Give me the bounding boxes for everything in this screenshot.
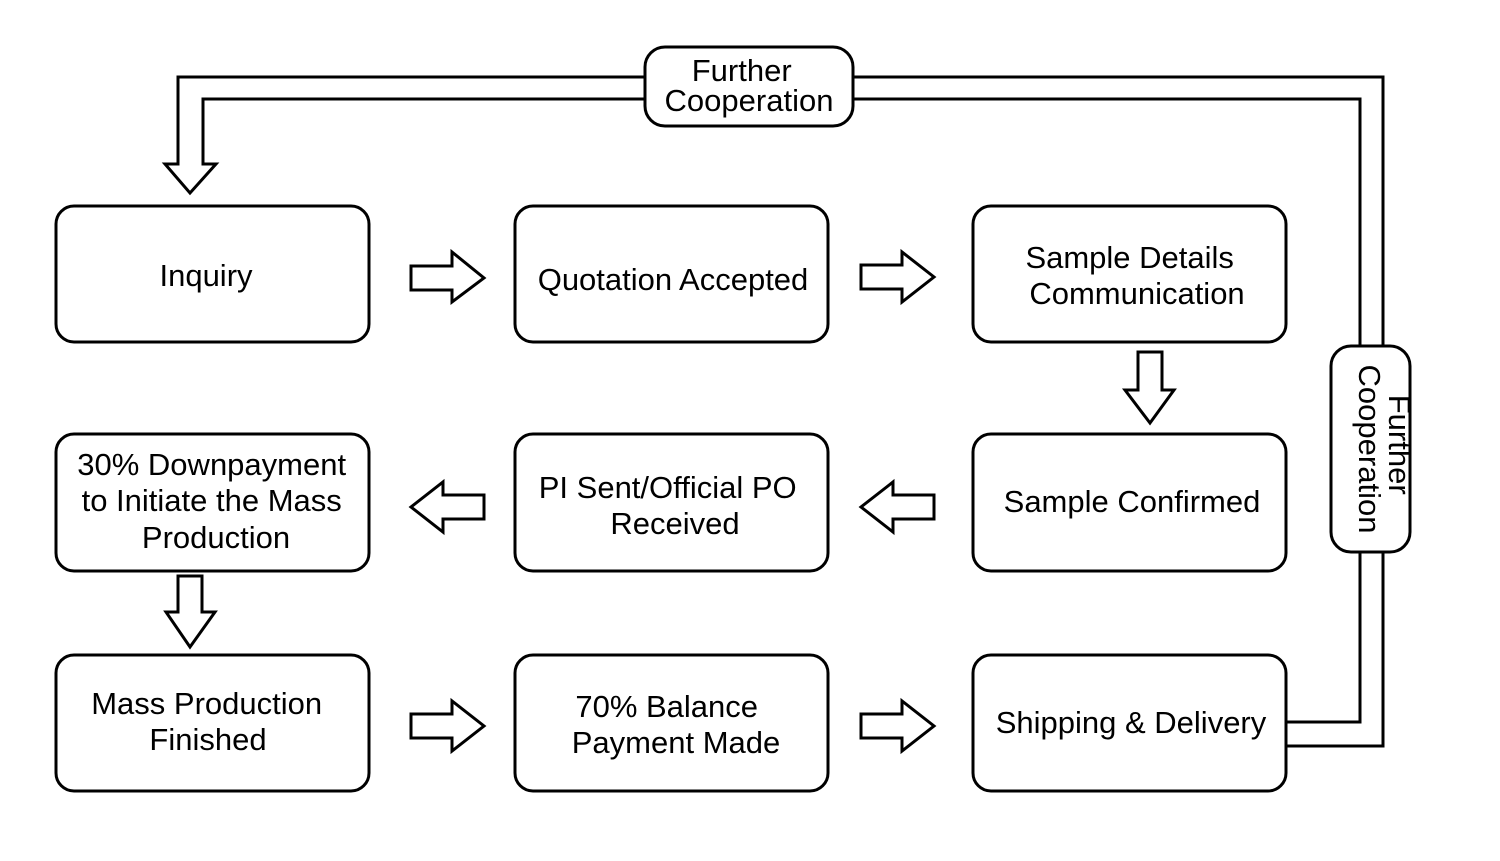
node-sample-details: Sample Details Communication (971, 204, 1288, 344)
arrow-right-quotation-to-sample-details (859, 248, 937, 306)
loop-connector-inner-line (201, 97, 1362, 724)
node-mass-production: Mass Production Finished (54, 653, 371, 793)
arrow-right-inquiry-to-quotation (409, 248, 487, 305)
node-sample-details-line-2: Communication (1029, 276, 1244, 311)
node-quotation-accepted-box (513, 204, 830, 344)
loop-arrowhead (161, 162, 220, 196)
node-balance-payment-text: 70% Balance Payment Made (572, 689, 781, 760)
node-mass-production-box (54, 653, 371, 793)
node-pi-sent-line-2: Received (610, 506, 739, 541)
arrow-right-mass-production-to-balance (409, 697, 487, 755)
loop-label-top-text: Further Cooperation (665, 53, 834, 118)
node-pi-sent-text: PI Sent/Official PO Received (539, 470, 806, 541)
loop-label-side: Further Cooperation (1329, 344, 1417, 554)
node-quotation-accepted: Quotation Accepted (513, 204, 830, 344)
loop-label-side-line-1: Further (1382, 395, 1417, 495)
node-inquiry-box (54, 204, 371, 344)
node-balance-payment-line-1: 70% Balance (575, 689, 758, 724)
node-downpayment: 30% Downpayment to Initiate the Mass Pro… (54, 432, 371, 573)
arrow-left-pi-sent-to-downpayment (408, 478, 486, 536)
node-shipping-box (971, 653, 1288, 793)
node-downpayment-text: 30% Downpayment to Initiate the Mass Pro… (77, 447, 354, 555)
loop-label-top-line-2: Cooperation (665, 83, 834, 118)
node-balance-payment: 70% Balance Payment Made (513, 653, 830, 793)
loop-connector-outer-line (176, 75, 1385, 748)
node-pi-sent-box (513, 432, 830, 573)
node-sample-confirmed-box (971, 432, 1288, 573)
node-sample-details-box (971, 204, 1288, 344)
node-balance-payment-box (513, 653, 830, 793)
node-quotation-accepted-text: Quotation Accepted (538, 262, 809, 297)
loop-label-top: Further Cooperation (643, 45, 855, 128)
node-inquiry: Inquiry (54, 204, 371, 344)
arrow-left-confirmed-to-pi-sent (858, 478, 936, 536)
loop-label-side-box (1329, 344, 1412, 554)
node-shipping-text: Shipping & Delivery (996, 705, 1267, 740)
node-downpayment-line-1: 30% Downpayment (77, 447, 346, 482)
arrow-right-balance-to-shipping (859, 697, 937, 755)
node-inquiry-line-1: Inquiry (159, 258, 253, 293)
arrow-down-downpayment-to-mass-production (163, 574, 218, 650)
node-quotation-accepted-line-1: Quotation Accepted (538, 262, 809, 297)
node-sample-confirmed-line-1: Sample Confirmed (1004, 484, 1261, 519)
node-sample-confirmed-text: Sample Confirmed (1004, 484, 1261, 519)
node-downpayment-box (54, 432, 371, 573)
loop-label-side-text: Further Cooperation (1352, 365, 1417, 534)
loop-label-top-line-1: Further (692, 53, 792, 88)
node-mass-production-text: Mass Production Finished (91, 686, 331, 757)
node-sample-confirmed: Sample Confirmed (971, 432, 1288, 573)
node-sample-details-text: Sample Details Communication (1025, 240, 1244, 311)
loop-label-top-box (643, 45, 855, 128)
node-shipping-line-1: Shipping & Delivery (996, 705, 1267, 740)
node-pi-sent: PI Sent/Official PO Received (513, 432, 830, 573)
node-pi-sent-line-1: PI Sent/Official PO (539, 470, 797, 505)
node-mass-production-line-1: Mass Production (91, 686, 322, 721)
node-sample-details-line-1: Sample Details (1025, 240, 1233, 275)
loop-label-side-line-2: Cooperation (1352, 365, 1387, 534)
flow-arrows (163, 248, 1177, 755)
node-shipping: Shipping & Delivery (971, 653, 1288, 793)
node-downpayment-line-3: Production (142, 520, 290, 555)
node-downpayment-line-2: to Initiate the Mass (82, 483, 342, 518)
node-inquiry-text: Inquiry (159, 258, 253, 293)
loop-connector (176, 75, 1385, 748)
node-mass-production-line-2: Finished (149, 722, 266, 757)
node-balance-payment-line-2: Payment Made (572, 725, 781, 760)
arrow-down-sample-details-to-confirmed (1121, 350, 1177, 426)
